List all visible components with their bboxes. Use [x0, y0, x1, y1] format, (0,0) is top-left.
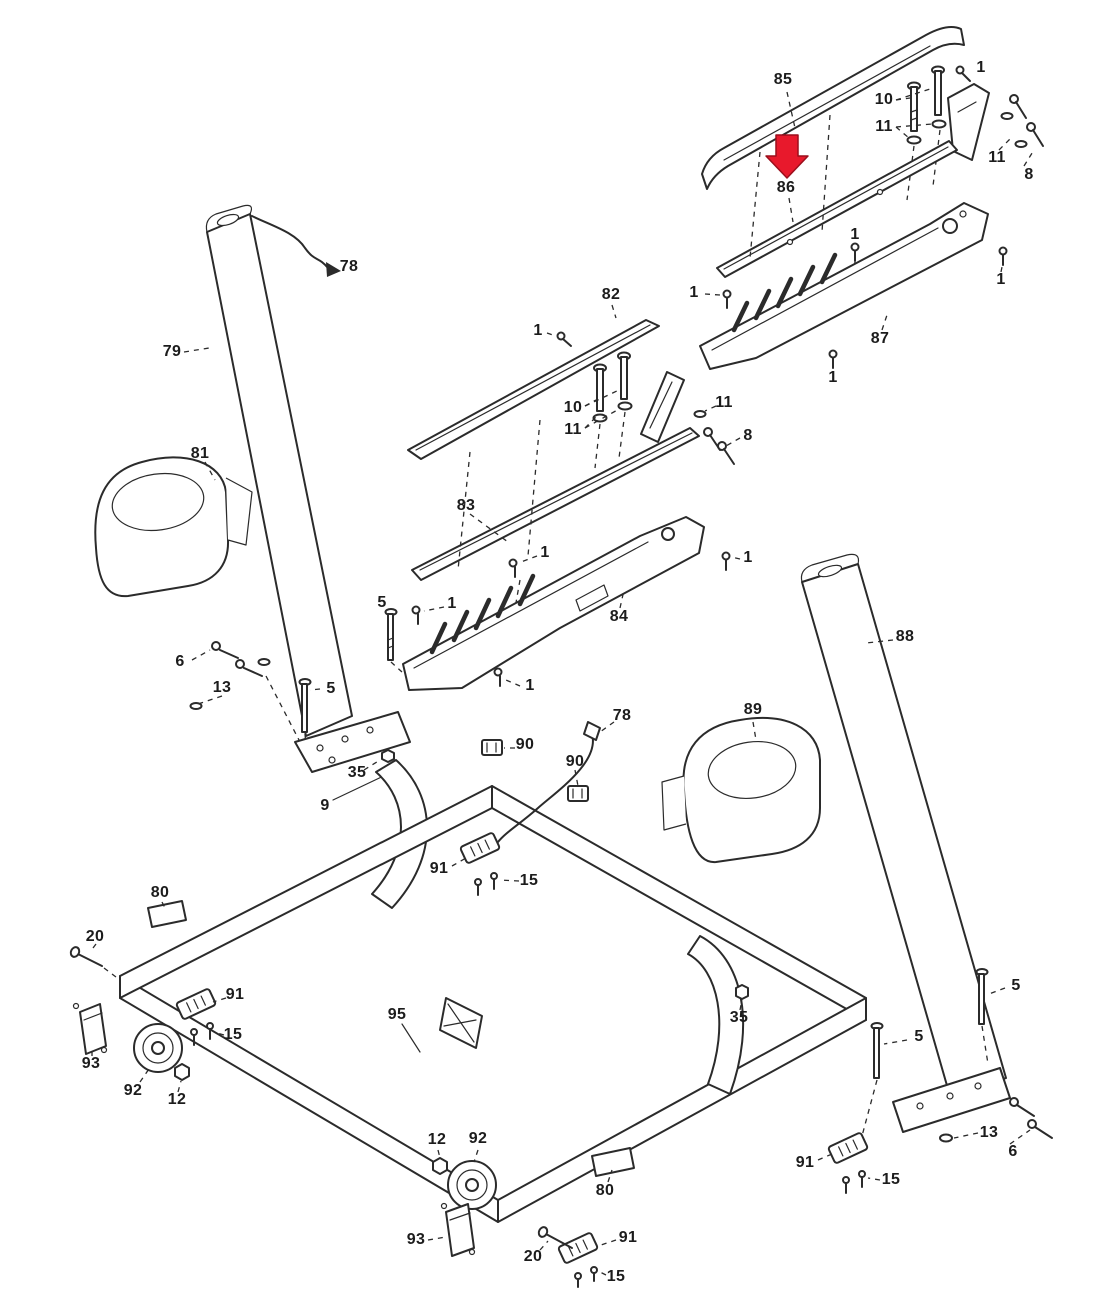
wire-78-top	[251, 215, 341, 277]
screws-8-washers-11-top	[1000, 94, 1044, 148]
wheel-92-b	[447, 1160, 497, 1210]
latch-90-a	[481, 739, 503, 756]
bolts-6-13-right	[939, 1097, 1053, 1143]
incline-arm-right	[687, 935, 745, 1095]
screws-15-a	[474, 872, 498, 896]
wire-78-bottom	[497, 721, 601, 843]
clamp-91-c	[827, 1132, 869, 1164]
bracket-93-a	[72, 1002, 108, 1055]
bolt-5-right-a	[975, 968, 989, 1025]
bolts-6-13-left	[189, 641, 271, 710]
bolt-20-a	[69, 946, 103, 967]
bolt-5-left	[298, 678, 312, 733]
clamp-91-d	[557, 1232, 599, 1264]
part-cap-81	[94, 456, 253, 598]
foot-bracket-right	[892, 1067, 1011, 1133]
part-side-rail-87	[699, 202, 989, 370]
part-upright-79	[205, 204, 353, 737]
bolt-20-b	[537, 1226, 573, 1249]
bracket-top-right	[947, 83, 990, 161]
bolt-5-right-b	[870, 1022, 884, 1079]
bracket-93-b	[440, 1202, 476, 1257]
part-top-cover-85	[701, 26, 965, 190]
bolt-5-mid	[384, 608, 398, 661]
pivot-bracket-left	[294, 711, 411, 773]
clamp-91-a	[459, 832, 501, 864]
highlight-arrow-icon	[765, 134, 809, 179]
screw-1-mid-top	[556, 331, 572, 347]
latch-90-b	[567, 785, 589, 802]
clamp-91-b	[175, 988, 217, 1020]
wheel-92-a	[133, 1023, 183, 1073]
bracket-mid	[640, 371, 685, 443]
screws-8-washers-11-mid	[693, 410, 735, 465]
screws-1-around-86	[722, 242, 1008, 369]
part-base-frame-95	[119, 785, 867, 1223]
plate-80-a	[147, 900, 187, 928]
screws-15-c	[842, 1170, 866, 1194]
part-trim-strip-86	[716, 140, 958, 278]
nut-35-left	[381, 749, 395, 763]
bolt-10-group-mid	[592, 351, 633, 423]
nut-12-b	[432, 1157, 448, 1175]
part-trim-strip-83	[411, 427, 700, 581]
part-upright-88	[800, 553, 1007, 1097]
screw-1-top-right	[955, 65, 971, 82]
part-top-cover-82	[407, 319, 660, 460]
screws-15-d	[574, 1266, 598, 1288]
part-cap-89	[661, 716, 821, 864]
plate-80-b	[591, 1147, 635, 1177]
screws-1-around-84	[411, 605, 503, 687]
screws-1-around-83	[508, 551, 731, 578]
bolt-10-group-top	[906, 65, 947, 145]
nut-35-right	[735, 984, 749, 1000]
part-side-rail-84	[402, 516, 705, 691]
nut-12-a	[174, 1063, 190, 1081]
incline-arm-left	[371, 759, 428, 909]
screws-15-b	[190, 1022, 214, 1046]
